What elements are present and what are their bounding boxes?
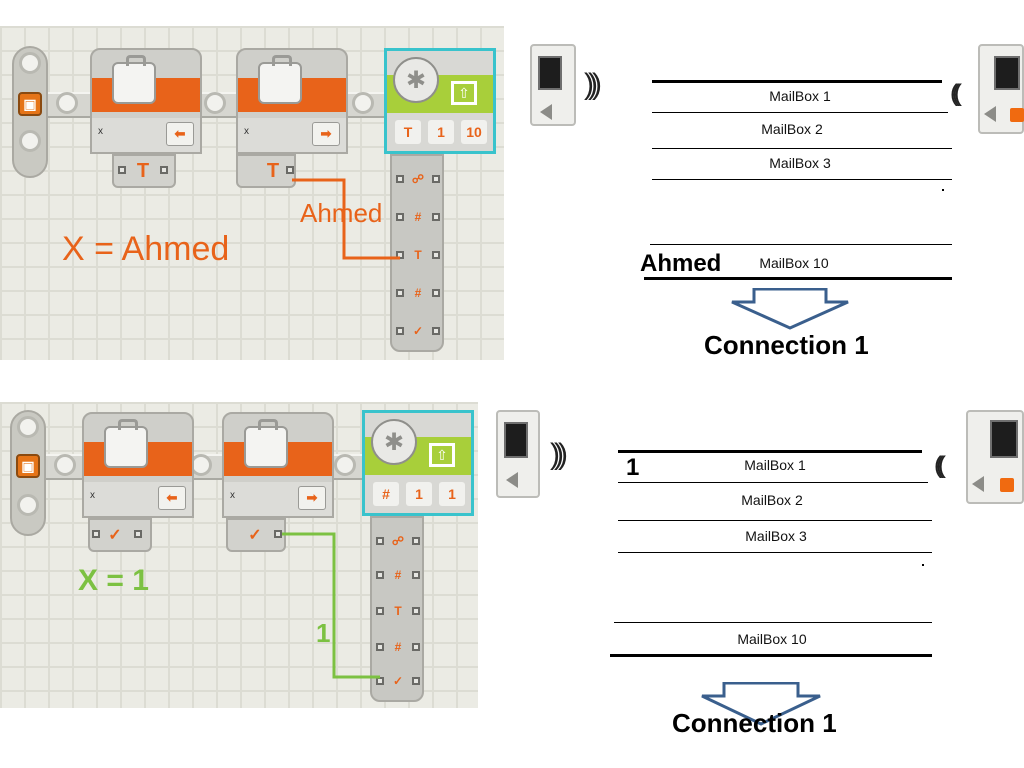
write-arrow-icon: ➡ — [298, 486, 326, 510]
start-ring-top — [19, 52, 41, 74]
nxt-brick-icon — [530, 44, 576, 126]
signal-waves-icon: ((( — [934, 452, 946, 479]
start-icon[interactable]: ▣ — [16, 454, 40, 478]
start-icon[interactable]: ▣ — [18, 92, 42, 116]
number-in-icon: # — [414, 286, 422, 300]
wire-value-label: Ahmed — [300, 198, 383, 228]
logic-in-icon: ✓ — [412, 324, 424, 338]
bluetooth-icon: ✱ — [371, 419, 417, 465]
bt-mailbox-icon: 10 — [461, 120, 487, 144]
number-mailbox-icon: # — [394, 568, 402, 582]
variable-assignment: X = Ahmed — [62, 230, 230, 268]
send-icon: ⇧ — [451, 81, 477, 105]
beam-ring-1 — [54, 454, 76, 476]
briefcase-icon — [244, 419, 288, 468]
variable-name: x — [98, 126, 103, 137]
down-arrow-icon — [731, 288, 849, 330]
data-wire — [282, 532, 380, 679]
beam-ring-1 — [56, 92, 78, 114]
bluetooth-data-hub: ☍ # T # ✓ — [370, 516, 424, 702]
variable-block-read[interactable]: x ⬅ — [82, 412, 194, 518]
signal-waves-icon: ))) — [584, 68, 602, 101]
start-ring-bottom — [19, 130, 41, 152]
variable-assignment: X = 1 — [78, 564, 149, 597]
text-in-icon: T — [414, 248, 422, 262]
logic-plug-icon: ✓ — [108, 527, 122, 544]
mailbox-label: MailBox 2 — [761, 121, 823, 137]
bt-type-icon: # — [373, 482, 399, 506]
nxt-brick-icon — [978, 44, 1024, 134]
bt-connection-icon: 1 — [428, 120, 454, 144]
bt-mailbox-icon: 1 — [439, 482, 465, 506]
text-in-icon: T — [394, 604, 402, 618]
mailbox-label: MailBox 10 — [737, 631, 807, 647]
bottom-program-canvas: ▣ x ⬅ ✓ x ➡ ✓ ✱ ⇧ # 1 1 ☍ # T # ✓ — [0, 402, 478, 708]
received-value: Ahmed — [640, 250, 722, 277]
bt-connection-icon: 1 — [406, 482, 432, 506]
bottom-mailbox-diagram: ))) ((( 1 MailBox 1 MailBox 2 MailBox 3 … — [494, 408, 1024, 748]
start-ring-bottom — [17, 494, 39, 516]
bluetooth-send-block[interactable]: ✱ ⇧ # 1 1 — [362, 410, 474, 516]
text-plug-icon: T — [266, 159, 280, 182]
briefcase-icon — [112, 55, 156, 104]
mailbox-label: MailBox 1 — [744, 457, 806, 473]
signal-waves-icon: ))) — [550, 438, 568, 471]
number-mailbox-icon: # — [414, 210, 422, 224]
mailbox-label: MailBox 2 — [741, 492, 803, 508]
signal-waves-icon: ((( — [950, 80, 962, 107]
variable-name: x — [90, 490, 95, 501]
bluetooth-data-hub: ☍ # T # ✓ — [390, 154, 444, 352]
variable-block-read[interactable]: x ⬅ — [90, 48, 202, 154]
connection-label: Connection 1 — [672, 708, 837, 738]
send-icon: ⇧ — [429, 443, 455, 467]
beam-ring-3 — [352, 92, 374, 114]
beam-ring-2 — [204, 92, 226, 114]
top-program-canvas: ▣ x ⬅ T x ➡ T ✱ ⇧ T 1 10 ☍ # T — [0, 26, 504, 360]
handshake-icon: ☍ — [391, 534, 405, 548]
top-mailbox-diagram: ))) ((( MailBox 1 MailBox 2 MailBox 3 Ah… — [526, 36, 1024, 366]
write-arrow-icon: ➡ — [312, 122, 340, 146]
nxt-brick-icon — [966, 410, 1024, 504]
bluetooth-send-block[interactable]: ✱ ⇧ T 1 10 — [384, 48, 496, 154]
down-arrow-icon — [701, 682, 821, 726]
briefcase-icon — [258, 55, 302, 104]
mailbox-label: MailBox 10 — [759, 255, 829, 271]
wire-value-label: 1 — [316, 618, 331, 648]
bluetooth-icon: ✱ — [393, 57, 439, 103]
data-wire — [292, 178, 400, 260]
logic-in-icon: ✓ — [392, 674, 404, 688]
variable-name: x — [230, 490, 235, 501]
read-arrow-icon: ⬅ — [158, 486, 186, 510]
read-arrow-icon: ⬅ — [166, 122, 194, 146]
bt-type-icon: T — [395, 120, 421, 144]
nxt-brick-icon — [496, 410, 540, 498]
beam-ring-3 — [334, 454, 356, 476]
logic-plug-icon: ✓ — [248, 527, 262, 544]
mailbox-label: MailBox 3 — [769, 155, 831, 171]
variable-block-write[interactable]: x ➡ — [222, 412, 334, 518]
number-in-icon: # — [394, 640, 402, 654]
mailbox-label: MailBox 3 — [745, 528, 807, 544]
received-value: 1 — [626, 454, 640, 481]
variable-block-write[interactable]: x ➡ — [236, 48, 348, 154]
handshake-icon: ☍ — [411, 172, 425, 186]
start-ring-top — [17, 416, 39, 438]
variable-name: x — [244, 126, 249, 137]
connection-label: Connection 1 — [704, 330, 869, 360]
briefcase-icon — [104, 419, 148, 468]
mailbox-label: MailBox 1 — [769, 88, 831, 104]
text-plug-icon: T — [136, 159, 150, 182]
